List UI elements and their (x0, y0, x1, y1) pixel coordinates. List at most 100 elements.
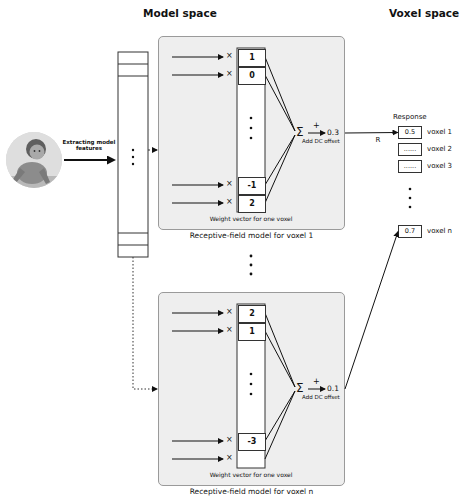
weight-value: 1 (249, 54, 255, 62)
ellipsis-dot (409, 206, 412, 209)
sum-symbol: Σ (296, 126, 304, 138)
panel-caption: Receptive-field model for voxel 1 (139, 232, 364, 240)
response-connector (345, 232, 398, 390)
weight-value: -1 (248, 182, 257, 190)
baby-photo (6, 132, 62, 190)
ellipsis-dot (250, 383, 253, 386)
weight-caption: Weight vector for one voxel (210, 216, 293, 222)
process-label: Extracting model features (62, 139, 116, 151)
weight-value: 0 (249, 72, 255, 80)
feature-cell-line (118, 245, 148, 246)
offset-arrow (308, 389, 325, 390)
offset-note: Add DC offset (302, 395, 340, 401)
voxel-name: voxel 2 (427, 146, 452, 153)
ellipsis-dot (132, 163, 134, 165)
weight-caption: Weight vector for one voxel (210, 472, 293, 478)
input-arrow (172, 185, 223, 186)
multiply-sign: × (226, 308, 233, 316)
feature-vector (118, 52, 148, 257)
response-box: ......voxel 2 (398, 143, 422, 156)
photo-eye (34, 150, 36, 152)
ellipsis-dot (250, 117, 253, 120)
ellipsis-dot (250, 264, 253, 267)
photo-arm (12, 168, 25, 183)
weight-cell: -1 (238, 177, 266, 195)
section-title: Voxel space (389, 8, 459, 19)
weight-value: 2 (249, 310, 255, 318)
ellipsis-dot (132, 156, 134, 158)
input-arrow (172, 331, 223, 332)
photo-hair (26, 139, 46, 159)
section-title: Model space (143, 8, 217, 19)
weight-value: -3 (248, 438, 257, 446)
multiply-sign: × (226, 52, 233, 60)
response-box: 0.7voxel n (398, 225, 422, 238)
ellipsis-dot (409, 197, 412, 200)
dashed-link (148, 150, 157, 151)
multiply-sign: × (226, 326, 233, 334)
input-arrow (172, 441, 223, 442)
feature-cell-line (118, 76, 148, 77)
ellipsis-dot (250, 373, 253, 376)
weight-cell: 1 (238, 323, 266, 341)
voxel-name: voxel n (427, 228, 452, 235)
response-heading: Response (393, 114, 427, 121)
photo-eye (39, 150, 41, 152)
weight-column (237, 304, 265, 468)
voxel-name: voxel 1 (427, 129, 452, 136)
response-value: ...... (404, 146, 416, 153)
sum-symbol: Σ (296, 382, 304, 394)
voxel-gap-dots (409, 188, 412, 209)
photo-face (30, 145, 45, 160)
dotted-link (133, 257, 157, 389)
weight-cell: 2 (238, 305, 266, 323)
feature-cell-line (118, 233, 148, 234)
weight-cell: -3 (238, 433, 266, 451)
weight-value: 1 (249, 328, 255, 336)
input-arrow (172, 203, 223, 204)
input-arrow (172, 75, 223, 76)
multiply-sign: × (226, 454, 233, 462)
response-value: 0.7 (405, 228, 415, 235)
panel-caption: Receptive-field model for voxel n (139, 488, 364, 496)
connector-label: R (376, 137, 381, 144)
photo-arm (39, 168, 50, 184)
input-arrow (172, 57, 223, 58)
panel-gap-dots (250, 255, 253, 276)
offset-arrow (308, 133, 325, 134)
plus-sign: + (313, 122, 320, 130)
ellipsis-dot (250, 127, 253, 130)
weight-column (237, 48, 265, 212)
voxel-name: voxel 3 (427, 163, 452, 170)
ellipsis-dot (409, 188, 412, 191)
response-connector (345, 132, 398, 134)
input-arrow (172, 459, 223, 460)
response-box: 0.5voxel 1 (398, 126, 422, 139)
output-value: 0.1 (327, 385, 339, 393)
plus-sign: + (313, 378, 320, 386)
ellipsis-dot (250, 137, 253, 140)
weight-cell: 0 (238, 67, 266, 85)
multiply-sign: × (226, 70, 233, 78)
response-box: ......voxel 3 (398, 160, 422, 173)
feature-column (118, 52, 148, 257)
ellipsis-dot (250, 255, 253, 258)
output-value: 0.3 (327, 129, 339, 137)
weight-cell: 1 (238, 49, 266, 67)
input-arrow (172, 313, 223, 314)
feature-cell-line (118, 64, 148, 65)
offset-note: Add DC offset (302, 139, 340, 145)
ellipsis-dot (250, 393, 253, 396)
weight-value: 2 (249, 200, 255, 208)
weight-cell: 2 (238, 195, 266, 213)
extraction-arrow (64, 159, 114, 161)
ellipsis-dot (250, 273, 253, 276)
response-value: ...... (404, 163, 416, 170)
multiply-sign: × (226, 436, 233, 444)
multiply-sign: × (226, 180, 233, 188)
ellipsis-dot (132, 149, 134, 151)
multiply-sign: × (226, 198, 233, 206)
